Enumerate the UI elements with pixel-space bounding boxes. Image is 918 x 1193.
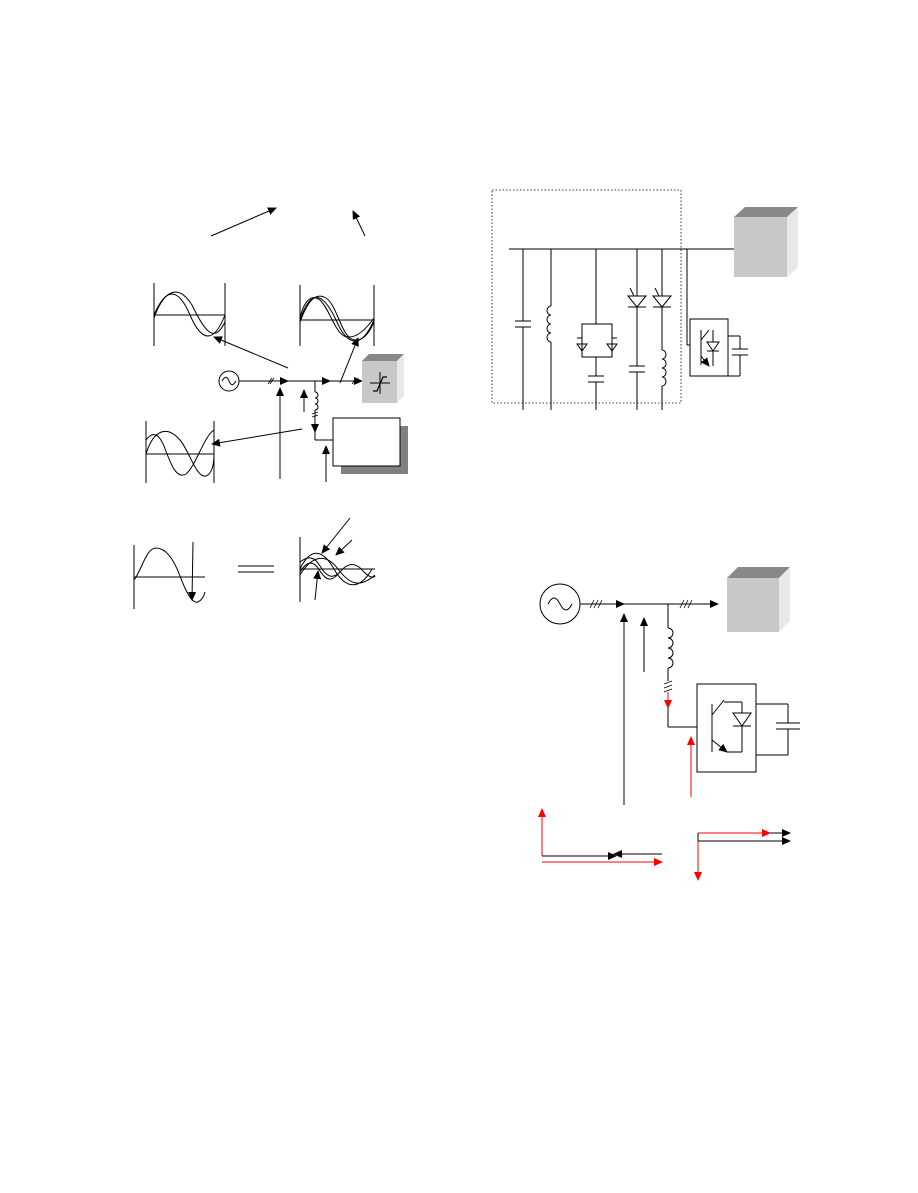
waveform-curve bbox=[145, 430, 215, 477]
pointer-arrow bbox=[188, 541, 197, 601]
inductor-icon bbox=[667, 627, 674, 669]
thyristor-icon bbox=[606, 337, 618, 352]
waveform-plot-decomposition bbox=[299, 537, 376, 602]
converter-box bbox=[696, 683, 757, 773]
waveform-curve bbox=[299, 557, 376, 578]
load-box bbox=[734, 207, 798, 277]
pointer-line bbox=[213, 336, 289, 369]
diode-icon bbox=[706, 341, 720, 352]
waveform-curve bbox=[133, 547, 206, 603]
waveform-curve bbox=[153, 291, 226, 334]
nonlinear-load-box bbox=[362, 354, 404, 403]
pointer-arrow bbox=[210, 207, 277, 237]
figure-svc-shunt-topology bbox=[491, 189, 798, 410]
active-filter-box bbox=[332, 417, 401, 467]
thyristor-icon bbox=[626, 295, 648, 308]
svc-dotted-boundary bbox=[491, 189, 682, 404]
thyristor-icon bbox=[651, 295, 673, 308]
figure-shunt-active-filter-flow bbox=[538, 567, 800, 881]
waveform-curve bbox=[145, 429, 215, 476]
waveform-plot-compensation-current bbox=[145, 421, 215, 483]
waveform-curve bbox=[299, 297, 375, 338]
waveform-curve bbox=[299, 295, 375, 341]
inductor-icon bbox=[661, 349, 667, 387]
thyristor-icon bbox=[576, 337, 588, 352]
pointer-arrow bbox=[352, 210, 366, 237]
waveform-curve bbox=[299, 562, 339, 580]
power-flow-legend-left bbox=[538, 808, 663, 866]
waveform-plot-source-current bbox=[153, 283, 226, 346]
waveform-curve bbox=[299, 558, 376, 584]
inductor-icon bbox=[546, 305, 552, 343]
diode-icon bbox=[732, 712, 752, 727]
figure-harmonic-compensation bbox=[133, 207, 408, 609]
converter-box bbox=[689, 318, 729, 377]
waveform-plot-distorted bbox=[133, 541, 206, 609]
inductor-icon bbox=[314, 391, 319, 411]
load-box bbox=[727, 567, 790, 632]
pointer-arrow bbox=[335, 539, 353, 556]
pointer-line bbox=[339, 337, 359, 384]
waveform-curve bbox=[299, 297, 375, 342]
pointer-arrow bbox=[321, 517, 351, 554]
waveform-plot-load-current bbox=[299, 285, 375, 346]
thyristor-pair-box bbox=[581, 323, 613, 358]
waveform-curve bbox=[299, 552, 373, 586]
power-flow-legend-right bbox=[694, 829, 791, 881]
pointer-arrow bbox=[313, 570, 322, 601]
pointer-line bbox=[211, 428, 303, 447]
